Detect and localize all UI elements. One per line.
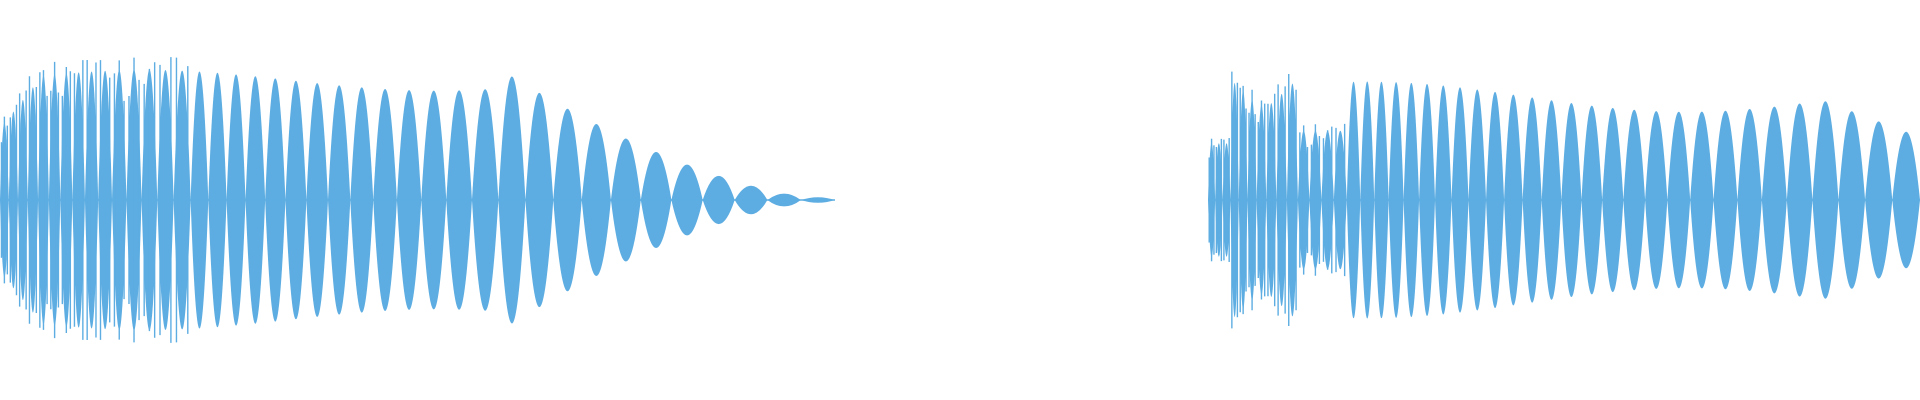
waveform-clip-1[interactable] <box>0 57 835 343</box>
waveform-clip-2[interactable] <box>1208 71 1920 329</box>
